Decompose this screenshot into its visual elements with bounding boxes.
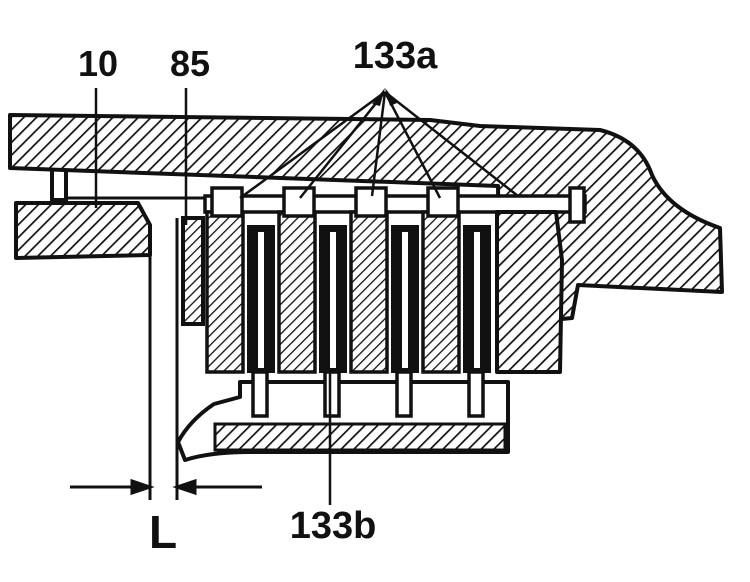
dimension-L-arrows [70,478,262,496]
pressure-plate-part-85 [181,216,205,326]
outer-plate-tab-2 [282,186,316,218]
friction-disc-4 [421,210,461,374]
lower-hub-hatched-band [213,422,507,452]
leader-133a-2 [299,91,386,199]
clearance-gap-lines [148,218,179,500]
label-part-133b: 133b [290,505,377,547]
retainer-end-cap [568,186,586,224]
inner-plate-tab-2 [323,370,341,418]
label-part-10: 10 [78,43,118,84]
label-dimension-L: L [149,506,177,558]
leader-lines [94,88,519,505]
hub-part-10 [14,201,152,260]
outer-plate-tab-1 [210,186,244,218]
retainer-strip [203,194,587,214]
leader-133a-arrowheads [372,88,397,106]
leader-133a-1 [239,90,386,200]
label-part-85: 85 [170,43,210,84]
label-part-133a: 133a [353,35,438,77]
friction-disc-2 [277,210,317,374]
backing-plate [495,210,564,374]
friction-disc-1 [205,210,245,374]
inner-plate-tab-1 [251,370,269,418]
leader-133a-3 [370,91,387,197]
outer-plate-tabs [210,186,460,218]
inner-plate-tabs [251,370,485,418]
inner-plate-tab-4 [467,370,485,418]
friction-disc-3 [349,210,389,374]
steel-plate-grooves [258,232,480,368]
outer-plate-tab-3 [354,186,388,218]
hub-step [50,170,68,202]
outer-plate-tab-4 [426,186,460,218]
inner-plate-tab-3 [395,370,413,418]
leader-133a-4 [383,91,442,199]
leader-133a-5 [384,91,519,197]
